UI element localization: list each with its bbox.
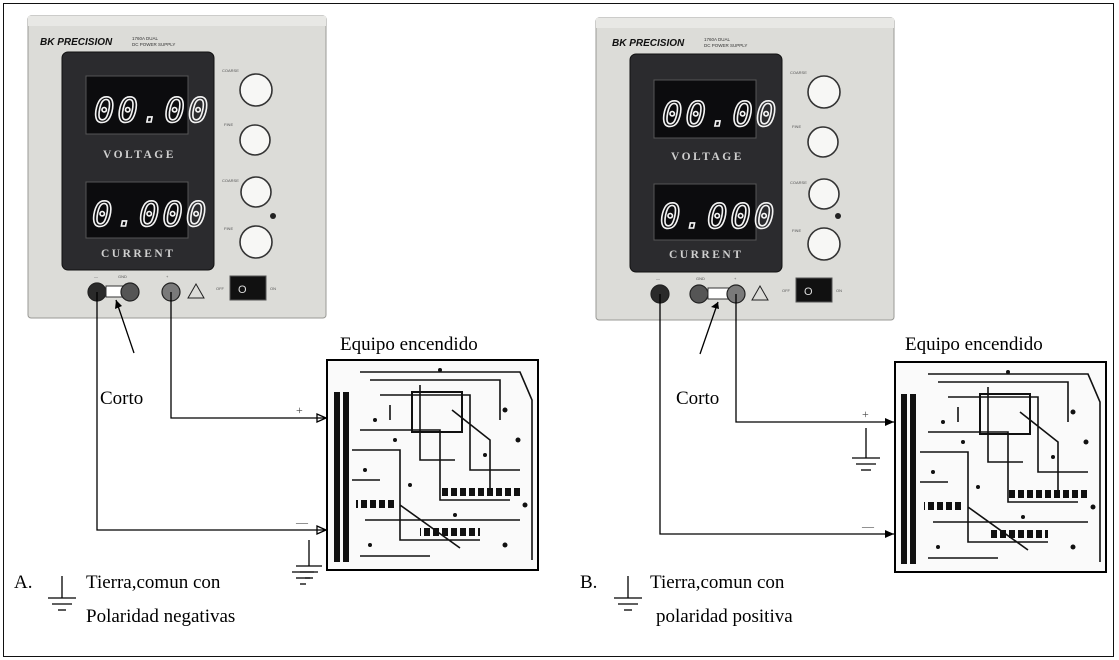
switch-off-label-b: OFF: [782, 288, 791, 293]
cc-led-a: [270, 213, 276, 219]
caption-line1-b: Tierra,comun con: [650, 572, 785, 593]
wire-negative-b: [659, 294, 894, 535]
wire-negative-a: [96, 292, 326, 531]
short-pointer-b: [699, 301, 719, 355]
cc-led-b: [835, 213, 841, 219]
switch-off-label-a: OFF: [216, 286, 225, 291]
voltage-reading-a: 00.00: [94, 91, 211, 131]
terminal-gnd-label-b: GND: [696, 276, 705, 281]
power-switch-mark-b: O: [804, 286, 813, 298]
pcb-device-b: Equipo encendido: [894, 334, 1107, 573]
current-label-b: CURRENT: [669, 249, 743, 261]
short-pointer-a: [115, 299, 135, 354]
knob-label-1-b: COARSE: [790, 70, 807, 75]
current-fine-knob-b[interactable]: [807, 227, 841, 261]
terminal-neg-label-a: —: [94, 274, 98, 279]
knob-label-2-a: FINE: [224, 122, 233, 127]
short-label-a: Corto: [100, 388, 143, 409]
arrow-positive-a: [316, 412, 328, 424]
ground-symbol-a-inline: [292, 571, 314, 585]
knob-label-4-a: FINE: [224, 226, 233, 231]
terminal-ground-a[interactable]: [120, 282, 140, 302]
model-sub-a: DC POWER SUPPLY: [132, 42, 175, 47]
caption-line2-a: Polaridad negativas: [86, 606, 235, 627]
voltage-fine-knob-b[interactable]: [807, 126, 839, 158]
ground-symbol-a-caption: [48, 576, 76, 611]
knob-label-4-b: FINE: [792, 228, 801, 233]
terminal-pos-label-a: +: [166, 274, 169, 279]
terminal-ground-b[interactable]: [689, 284, 709, 304]
switch-on-label-b: ON: [836, 288, 842, 293]
voltage-coarse-knob-a[interactable]: [239, 73, 273, 107]
power-supply-b: BK PRECISION 1760A DUAL DC POWER SUPPLY …: [595, 17, 895, 321]
plus-sign-b: +: [862, 407, 869, 421]
short-pointer-head-b: [711, 302, 719, 309]
terminal-neg-label-b: —: [656, 276, 660, 281]
warning-icon-b: [751, 284, 769, 301]
current-label-a: CURRENT: [101, 248, 175, 260]
minus-sign-b: —: [861, 519, 875, 533]
device-label-a: Equipo encendido: [340, 334, 478, 355]
wire-positive-a: [170, 292, 326, 419]
device-label-b: Equipo encendido: [905, 334, 1043, 355]
current-display-b: [653, 183, 757, 241]
ground-symbol-b-device: [852, 428, 880, 471]
knob-label-1-a: COARSE: [222, 68, 239, 73]
power-switch-b[interactable]: [795, 277, 833, 303]
model-sub-b: DC POWER SUPPLY: [704, 43, 747, 48]
voltage-display-b: [653, 79, 757, 139]
power-supply-a: BK PRECISION 1760A DUAL DC POWER SUPPLY …: [27, 15, 327, 319]
arrow-negative-a: [316, 524, 328, 536]
voltage-reading-b: 00.00: [662, 95, 779, 135]
terminal-pos-label-b: +: [734, 276, 737, 281]
plus-sign-a: +: [296, 403, 303, 417]
current-reading-b: 0.000: [660, 197, 777, 237]
ground-symbol-b-caption: [614, 576, 642, 611]
caption-letter-b: B.: [580, 572, 597, 593]
voltage-label-b: VOLTAGE: [671, 151, 744, 163]
voltage-fine-knob-a[interactable]: [239, 124, 271, 156]
knob-label-2-b: FINE: [792, 124, 801, 129]
model-b: 1760A DUAL: [704, 37, 731, 42]
switch-on-label-a: ON: [270, 286, 276, 291]
terminal-gnd-label-a: GND: [118, 274, 127, 279]
power-switch-mark-a: O: [238, 284, 247, 296]
knob-label-3-b: COARSE: [790, 180, 807, 185]
caption-line1-a: Tierra,comun con: [86, 572, 221, 593]
current-fine-knob-a[interactable]: [239, 225, 273, 259]
knob-label-3-a: COARSE: [222, 178, 239, 183]
wire-positive-b: [735, 294, 894, 423]
voltage-label-a: VOLTAGE: [103, 149, 176, 161]
minus-sign-a: —: [295, 515, 309, 529]
caption-letter-a: A.: [14, 572, 32, 593]
brand-logo-b: BK PRECISION: [612, 38, 685, 49]
current-coarse-knob-a[interactable]: [240, 176, 272, 208]
pcb-device-a: Equipo encendido: [326, 334, 539, 571]
brand-logo-a: BK PRECISION: [40, 37, 113, 48]
figure-frame: [3, 3, 1114, 657]
short-label-b: Corto: [676, 388, 719, 409]
arrow-negative-b: [885, 530, 894, 538]
voltage-coarse-knob-b[interactable]: [807, 75, 841, 109]
caption-line2-b: polaridad positiva: [656, 606, 793, 627]
current-coarse-knob-b[interactable]: [808, 178, 840, 210]
panel-b: BK PRECISION 1760A DUAL DC POWER SUPPLY …: [580, 17, 1107, 627]
arrow-positive-b: [885, 418, 894, 426]
current-display-a: [85, 181, 189, 239]
panel-a: BK PRECISION 1760A DUAL DC POWER SUPPLY …: [14, 15, 539, 627]
short-pointer-head-a: [115, 300, 122, 309]
voltage-display-a: [85, 75, 189, 135]
current-reading-a: 0.000: [92, 195, 209, 235]
warning-icon-a: [187, 282, 205, 299]
power-switch-a[interactable]: [229, 275, 267, 301]
model-a: 1760A DUAL: [132, 36, 159, 41]
